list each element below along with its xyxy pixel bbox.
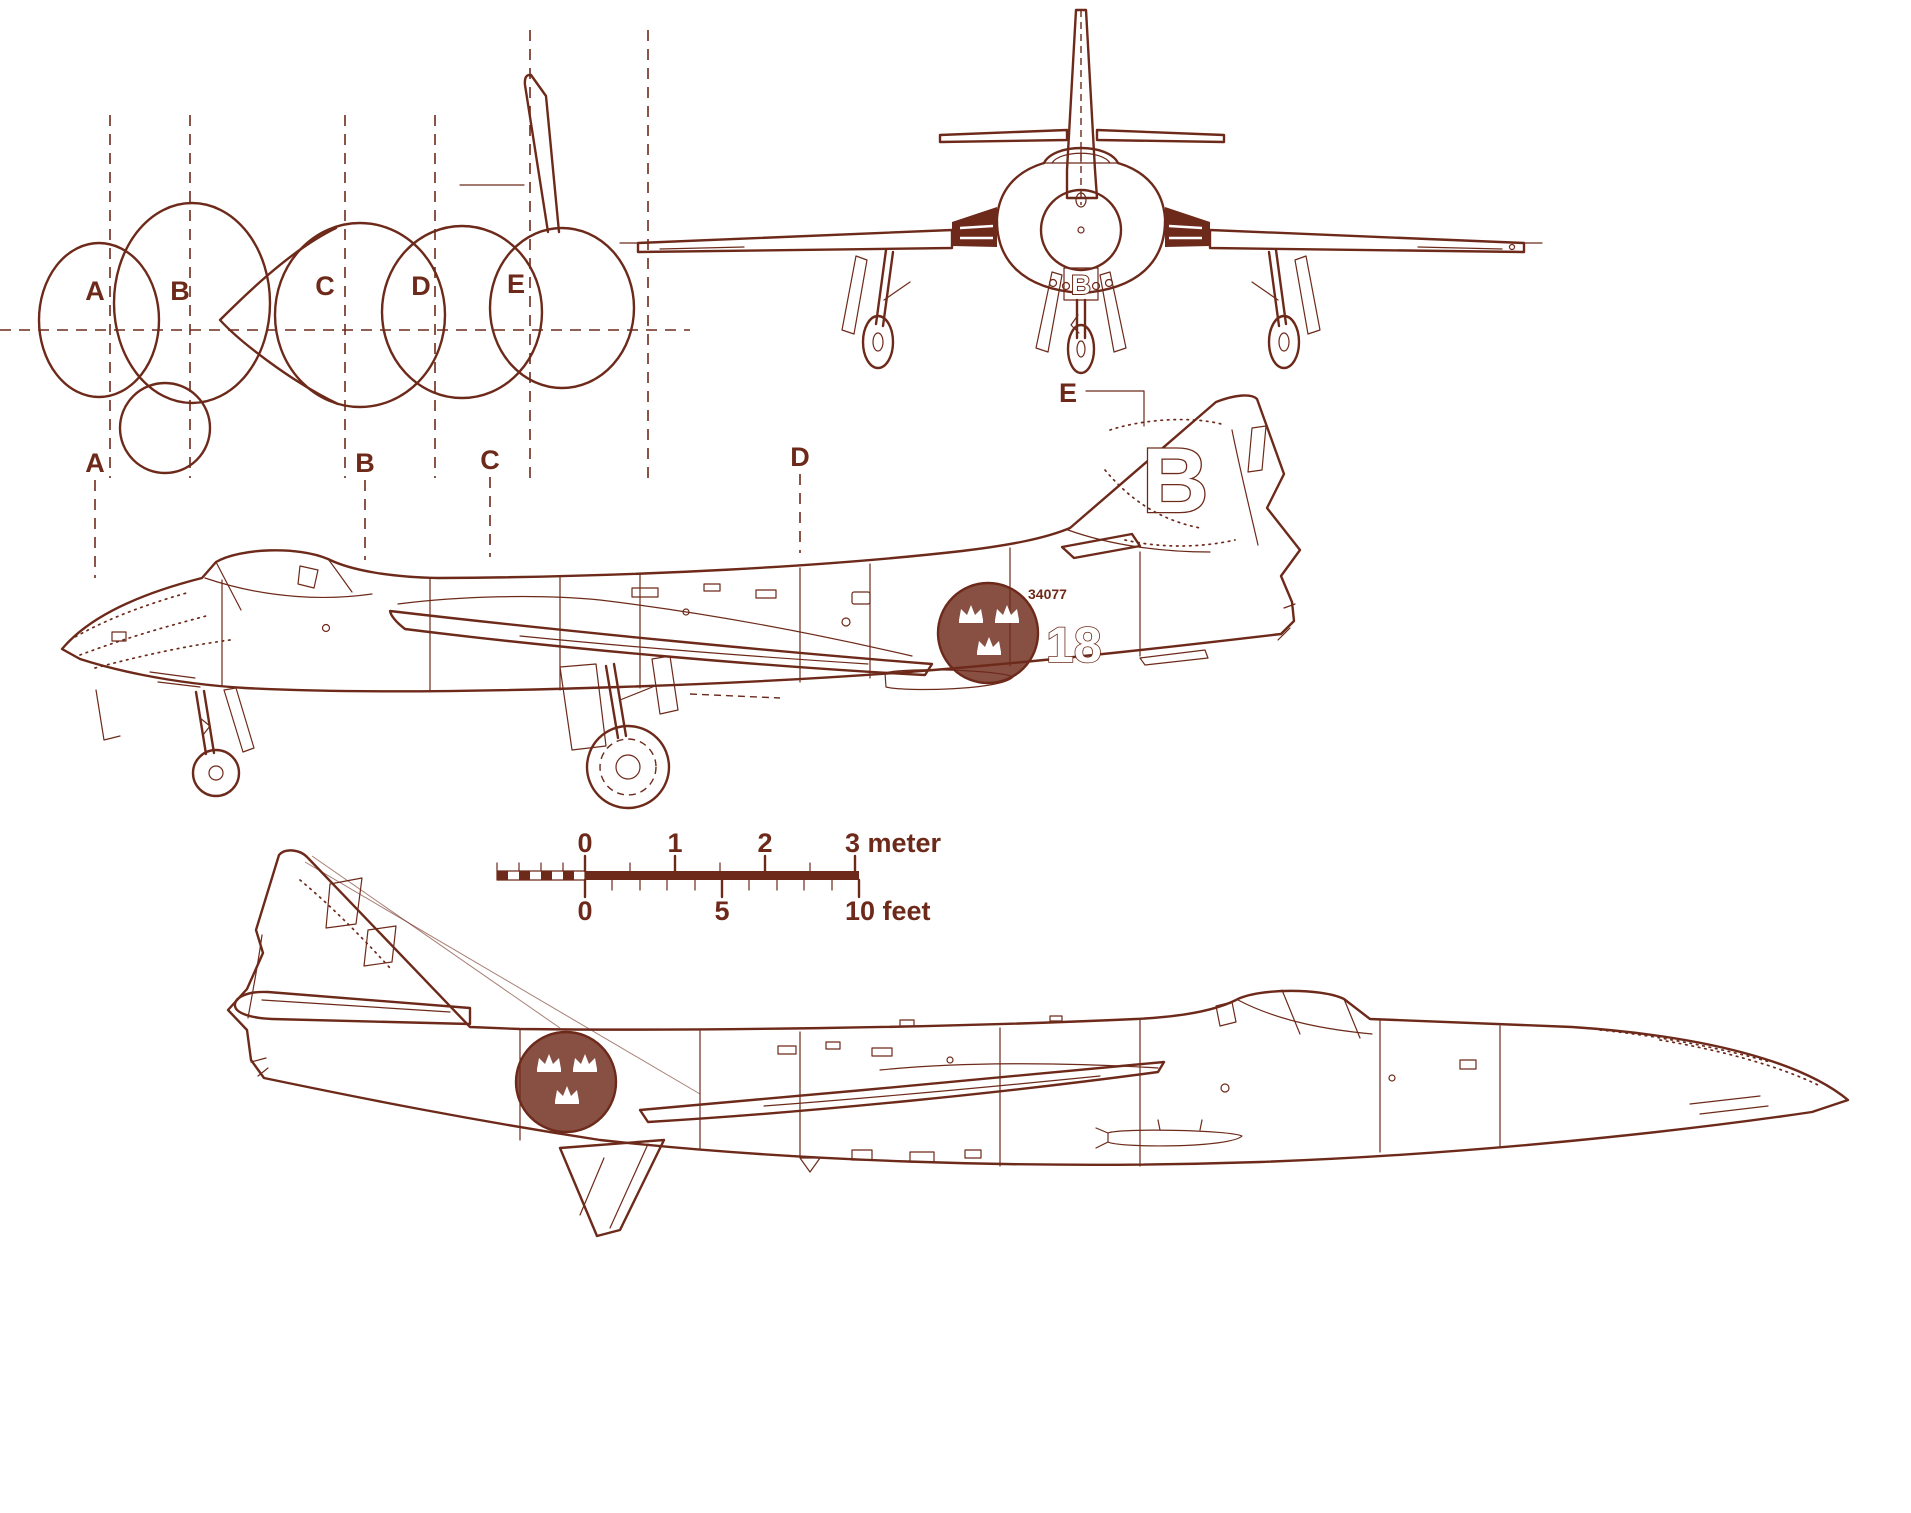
fin-details-right: [299, 877, 397, 969]
meter-ticks: [583, 854, 857, 873]
front-canopy: [1042, 146, 1120, 165]
fuselage-hatches: [111, 583, 871, 688]
scale-feet-10: 10 feet: [845, 896, 931, 926]
cockpit-canopy-right: [1215, 989, 1373, 1039]
underwing-store-right: [1095, 1119, 1243, 1149]
cockpit-canopy: [204, 558, 373, 611]
section-a-outline: [37, 241, 161, 399]
scale-main-bar: [585, 871, 859, 880]
front-fin: [1065, 8, 1099, 205]
front-intakes: [952, 207, 1210, 247]
side-view-right: [226, 849, 1850, 1238]
section-e-outline: [459, 73, 636, 390]
section-c-outline: [218, 221, 447, 409]
gun-troughs: [149, 671, 201, 688]
main-gear-side: [559, 655, 679, 810]
nose-gear-door-side: [223, 687, 255, 753]
nose-stipple-right: [1599, 1029, 1821, 1087]
tail-bumper: [1139, 649, 1209, 666]
jet-nozzle: [1277, 603, 1296, 641]
headrest: [297, 565, 319, 589]
scale-feet-5: 5: [714, 896, 729, 926]
front-gear-door-letter: B: [1071, 270, 1091, 300]
serial-number: 34077: [1028, 586, 1067, 602]
marker-e-bracket: [1085, 390, 1145, 427]
belly-fairings-right: [799, 1149, 982, 1173]
wing-side-right: [638, 1060, 1166, 1124]
section-b-outline: [112, 201, 272, 475]
fin-letter: B: [1142, 430, 1208, 532]
jet-nozzle-right: [250, 1057, 269, 1077]
tailplane-side-right: [233, 990, 472, 1026]
main-gear-inner-door: [651, 655, 679, 715]
main-gear-door: [559, 663, 607, 751]
rudder-hinge-line: [1231, 429, 1259, 546]
roundel-three-crowns-right: [514, 1030, 618, 1134]
airbrake-deployed: [558, 1138, 666, 1238]
front-tailplane: [938, 128, 1226, 144]
tailplane-side: [1060, 532, 1142, 560]
scale-meter-1: 1: [667, 828, 682, 858]
fin-markings: B: [1104, 418, 1267, 547]
feet-ticks: [583, 878, 861, 899]
scale-checker-block: [496, 862, 586, 881]
scale-bar: 0 1 2 3 meter 0 5 10 feet: [496, 828, 942, 926]
front-fuselage: [995, 161, 1167, 295]
section-label-c: C: [315, 271, 335, 301]
panel-lines-right: [519, 1018, 1501, 1167]
marker-label-a: A: [85, 448, 105, 478]
marker-label-b: B: [355, 448, 375, 478]
construction-lines: [304, 855, 701, 1095]
wingtip-light: [1508, 243, 1516, 251]
nose-gear-door: [1063, 267, 1099, 301]
unit-number: 18: [1046, 617, 1102, 673]
marker-label-e: E: [1059, 378, 1077, 408]
front-nose-gear: B: [1035, 267, 1127, 375]
section-label-b: B: [170, 276, 190, 306]
scale-meter-3: 3 meter: [845, 828, 942, 858]
scale-meter-2: 2: [757, 828, 772, 858]
front-main-gear-left: [841, 248, 911, 370]
cross-sections-view: A B C D E: [0, 30, 690, 480]
scale-feet-0: 0: [577, 896, 592, 926]
section-label-e: E: [507, 269, 525, 299]
front-wings: [619, 228, 1543, 254]
section-station-lines: [109, 30, 649, 480]
marker-label-d: D: [790, 442, 810, 472]
marker-label-c: C: [480, 445, 500, 475]
fuselage-hatches-right: [777, 1015, 1769, 1115]
fuselage-outline: [60, 394, 1302, 693]
nose-stipple: [69, 591, 231, 669]
headrest-right: [1215, 1001, 1237, 1027]
nose-gear-side: [95, 687, 255, 798]
side-view-left: A B C D E: [60, 378, 1302, 810]
station-markers: A B C D E: [85, 378, 1145, 578]
wing-side: [388, 595, 934, 677]
section-label-d: D: [411, 271, 431, 301]
roundel-three-crowns: [936, 581, 1040, 685]
front-view: B: [619, 8, 1543, 375]
rudder-hinge-line-right: [247, 934, 263, 1019]
gun-troughs-right: [1689, 1095, 1769, 1115]
section-d-outline: [380, 224, 544, 400]
front-main-gear-right: [1251, 248, 1321, 370]
torque-link: [199, 717, 211, 736]
front-radome-circle: [1039, 188, 1123, 272]
open-door-flap: [95, 689, 121, 741]
section-label-a: A: [85, 276, 105, 306]
scale-meter-0: 0: [577, 828, 592, 858]
fuselage-outline-right: [226, 849, 1850, 1166]
